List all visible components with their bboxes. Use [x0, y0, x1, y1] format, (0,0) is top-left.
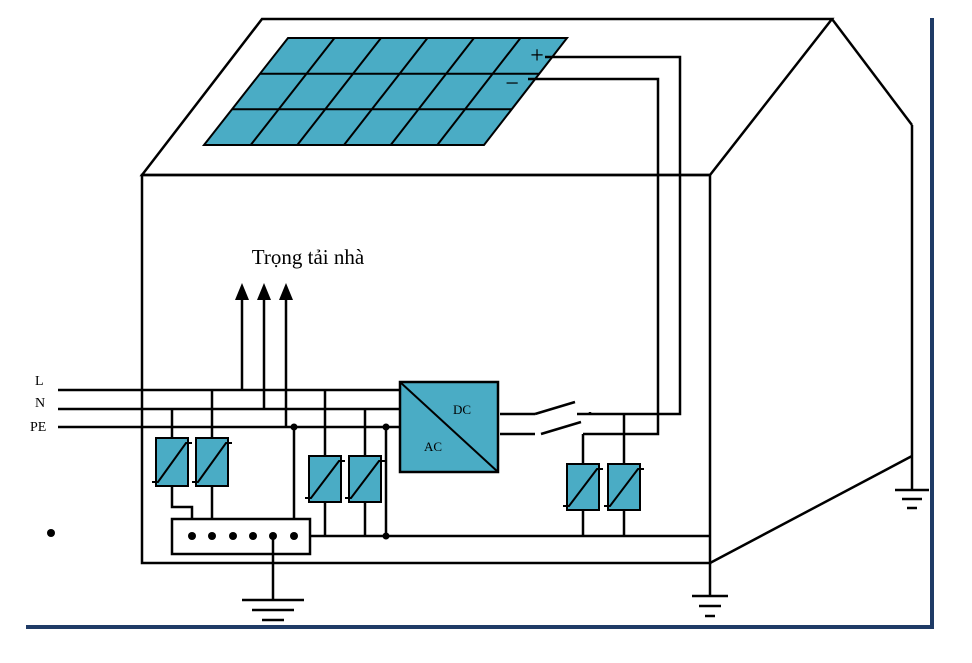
- surge-protector-dc-2: [604, 463, 644, 511]
- inverter-dc-label: DC: [453, 402, 471, 417]
- dc-switch-blade-1: [534, 400, 576, 416]
- inverter-diagonal: [399, 381, 499, 473]
- house-load-arrows: [235, 283, 293, 427]
- dc-negative-wire: [528, 77, 660, 436]
- roof-edge-right: [831, 18, 913, 126]
- surge-protector-2: [192, 437, 232, 487]
- stray-dot: [47, 529, 55, 537]
- inverter-ac-label: AC: [424, 439, 442, 454]
- label-pe: PE: [30, 420, 46, 435]
- ac-lines: [58, 388, 400, 429]
- image-frame: [26, 18, 934, 629]
- dc-wiring: [500, 55, 682, 436]
- dc-minus-sign: −: [505, 71, 519, 97]
- surge-protector-4: [345, 455, 385, 503]
- label-n: N: [35, 396, 45, 411]
- dc-spd-wiring: [581, 414, 626, 536]
- surge-protector-1: [152, 437, 192, 487]
- dc-positive-wire: [545, 55, 682, 416]
- solar-panel: + −: [201, 37, 570, 146]
- label-l: L: [35, 374, 44, 389]
- surge-protector-dc-1: [563, 463, 603, 511]
- ground-symbol-right: [895, 456, 929, 510]
- house-outline: [139, 17, 914, 565]
- dc-plus-sign: +: [530, 43, 544, 69]
- dc-switch-blade-2: [540, 420, 582, 436]
- ground-symbol-house: [692, 563, 728, 618]
- ground-symbol-main: [242, 536, 304, 622]
- solar-panel-grid: [232, 37, 540, 146]
- earthing-bar: [170, 517, 312, 556]
- inverter: DC AC: [398, 380, 500, 474]
- junction-dots: [47, 423, 390, 540]
- house-bottom-edge: [709, 454, 913, 565]
- load-label: Trọng tải nhà: [252, 245, 365, 269]
- house-front-wall: [140, 173, 712, 565]
- surge-protector-3: [305, 455, 345, 503]
